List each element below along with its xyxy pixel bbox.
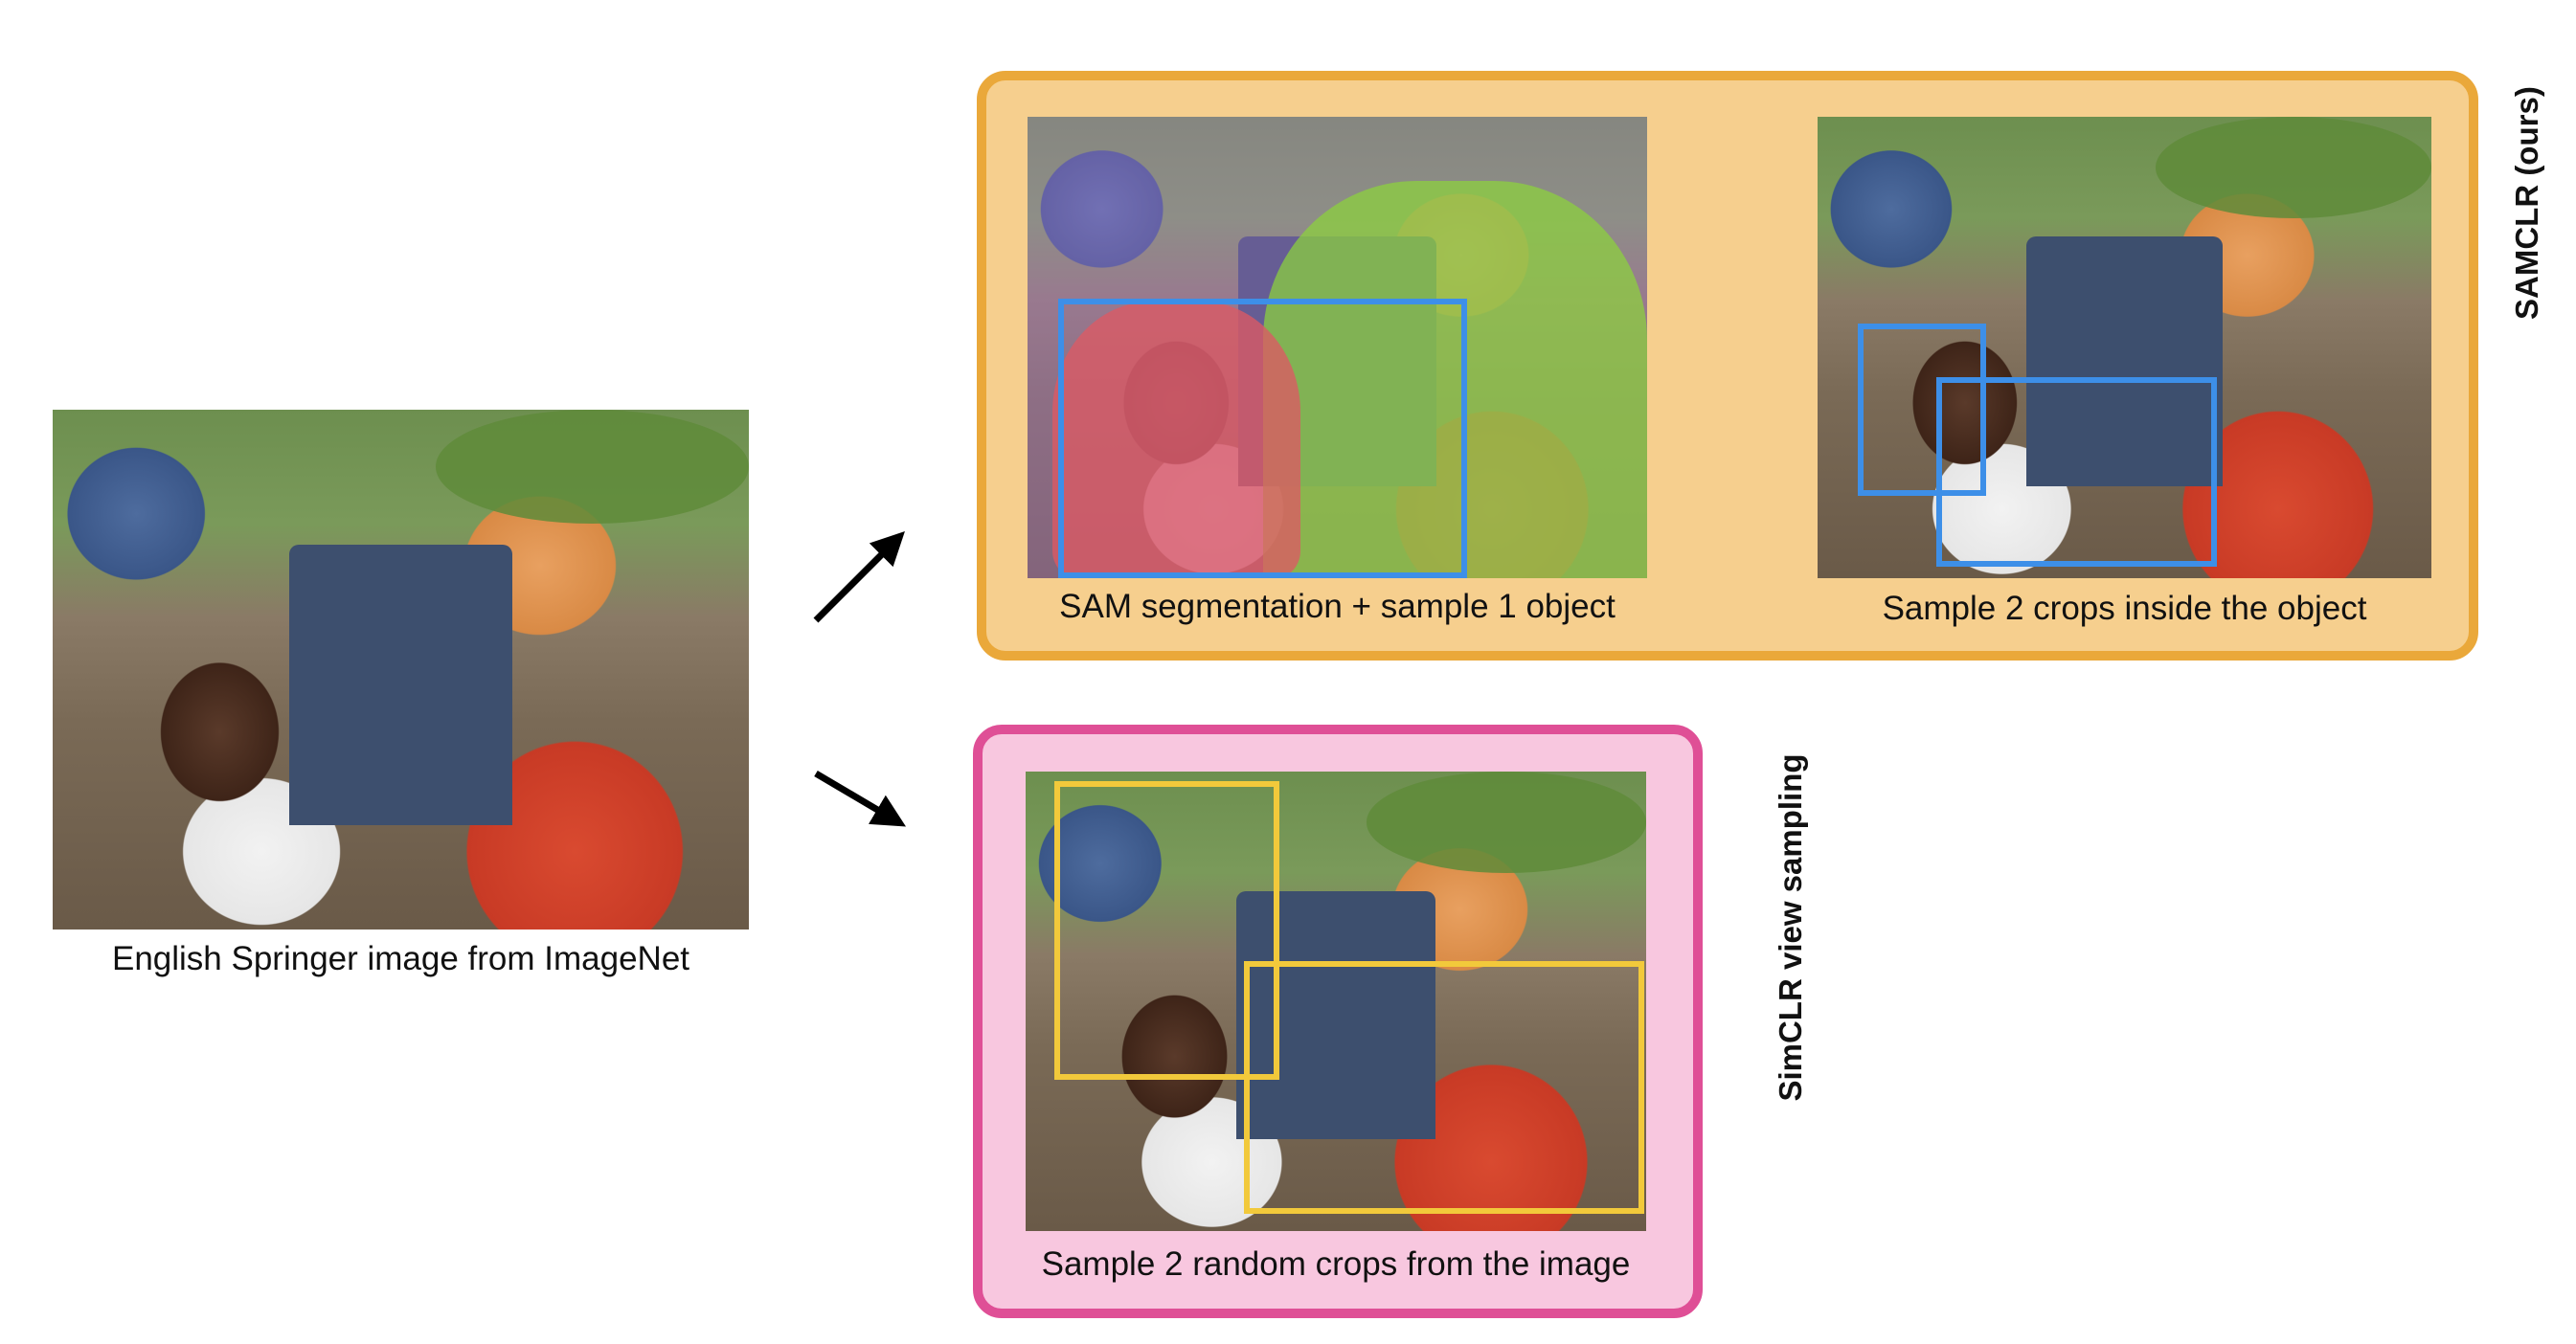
sam-step1-caption: SAM segmentation + sample 1 object [1059,588,1616,625]
simclr-side-label: SimCLR view sampling [1773,753,1808,1102]
simclr-crops-image [1026,772,1646,1231]
segment-dog [1051,301,1300,578]
sam-step2-caption: Sample 2 crops inside the object [1882,590,2367,627]
simclr-crop-1 [1054,781,1279,1080]
source-image [53,410,749,930]
arrow-to-simclr [814,770,907,827]
segment-person [1262,181,1647,578]
source-caption: English Springer image from ImageNet [111,940,690,977]
simclr-caption: Sample 2 random crops from the image [1041,1245,1631,1283]
samclr-crop-2 [1936,377,2217,567]
sampled-object-box [1058,299,1467,578]
samclr-crops-image [1818,117,2431,578]
samclr-crop-1 [1858,324,1986,496]
simclr-crop-2 [1244,961,1644,1214]
sam-segmentation-image [1028,117,1647,578]
arrow-to-samclr [813,531,905,623]
samclr-side-label: SAMCLR (ours) [2509,86,2544,320]
